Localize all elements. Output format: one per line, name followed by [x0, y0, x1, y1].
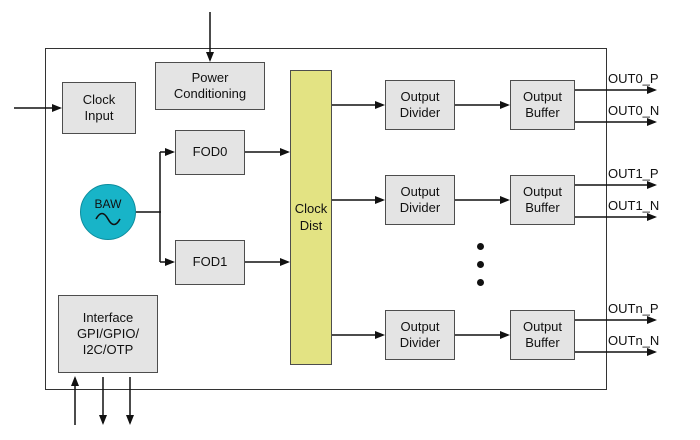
power-conditioning-block: Power Conditioning [155, 62, 265, 110]
power-conditioning-label: Power Conditioning [173, 69, 247, 101]
out1-p-label: OUT1_P [608, 166, 659, 181]
fod1-block: FOD1 [175, 240, 245, 285]
sine-wave-icon [95, 212, 121, 225]
output-divider-label: Output Divider [399, 318, 441, 350]
clock-dist-block: Clock Dist [290, 70, 332, 365]
chip-outline [45, 48, 607, 390]
baw-oscillator-block: BAW [80, 184, 136, 240]
baw-label: BAW [94, 197, 122, 212]
clock-input-block: Clock Input [62, 82, 136, 134]
out0-n-label: OUT0_N [608, 103, 660, 118]
clock-dist-label: Clock Dist [294, 201, 328, 233]
outn-p-label: OUTn_P [608, 301, 659, 316]
ellipsis-dot [477, 279, 484, 286]
output-divider-block-0: Output Divider [385, 80, 455, 130]
output-buffer-label: Output Buffer [522, 88, 563, 120]
clock-input-label: Clock Input [82, 91, 116, 123]
output-buffer-block-0: Output Buffer [510, 80, 575, 130]
output-buffer-block-n: Output Buffer [510, 310, 575, 360]
fod0-block: FOD0 [175, 130, 245, 175]
output-divider-block-1: Output Divider [385, 175, 455, 225]
out1-n-label: OUT1_N [608, 198, 660, 213]
outn-n-label: OUTn_N [608, 333, 660, 348]
fod0-label: FOD0 [192, 144, 228, 160]
output-divider-label: Output Divider [399, 183, 441, 215]
fod1-label: FOD1 [192, 254, 228, 270]
output-buffer-block-1: Output Buffer [510, 175, 575, 225]
output-divider-label: Output Divider [399, 88, 441, 120]
ellipsis-dot [477, 261, 484, 268]
output-buffer-label: Output Buffer [522, 183, 563, 215]
out0-p-label: OUT0_P [608, 71, 659, 86]
output-buffer-label: Output Buffer [522, 318, 563, 350]
interface-label: Interface GPI/GPIO/ I2C/OTP [76, 309, 140, 358]
output-divider-block-n: Output Divider [385, 310, 455, 360]
interface-block: Interface GPI/GPIO/ I2C/OTP [58, 295, 158, 373]
ellipsis-dot [477, 243, 484, 250]
